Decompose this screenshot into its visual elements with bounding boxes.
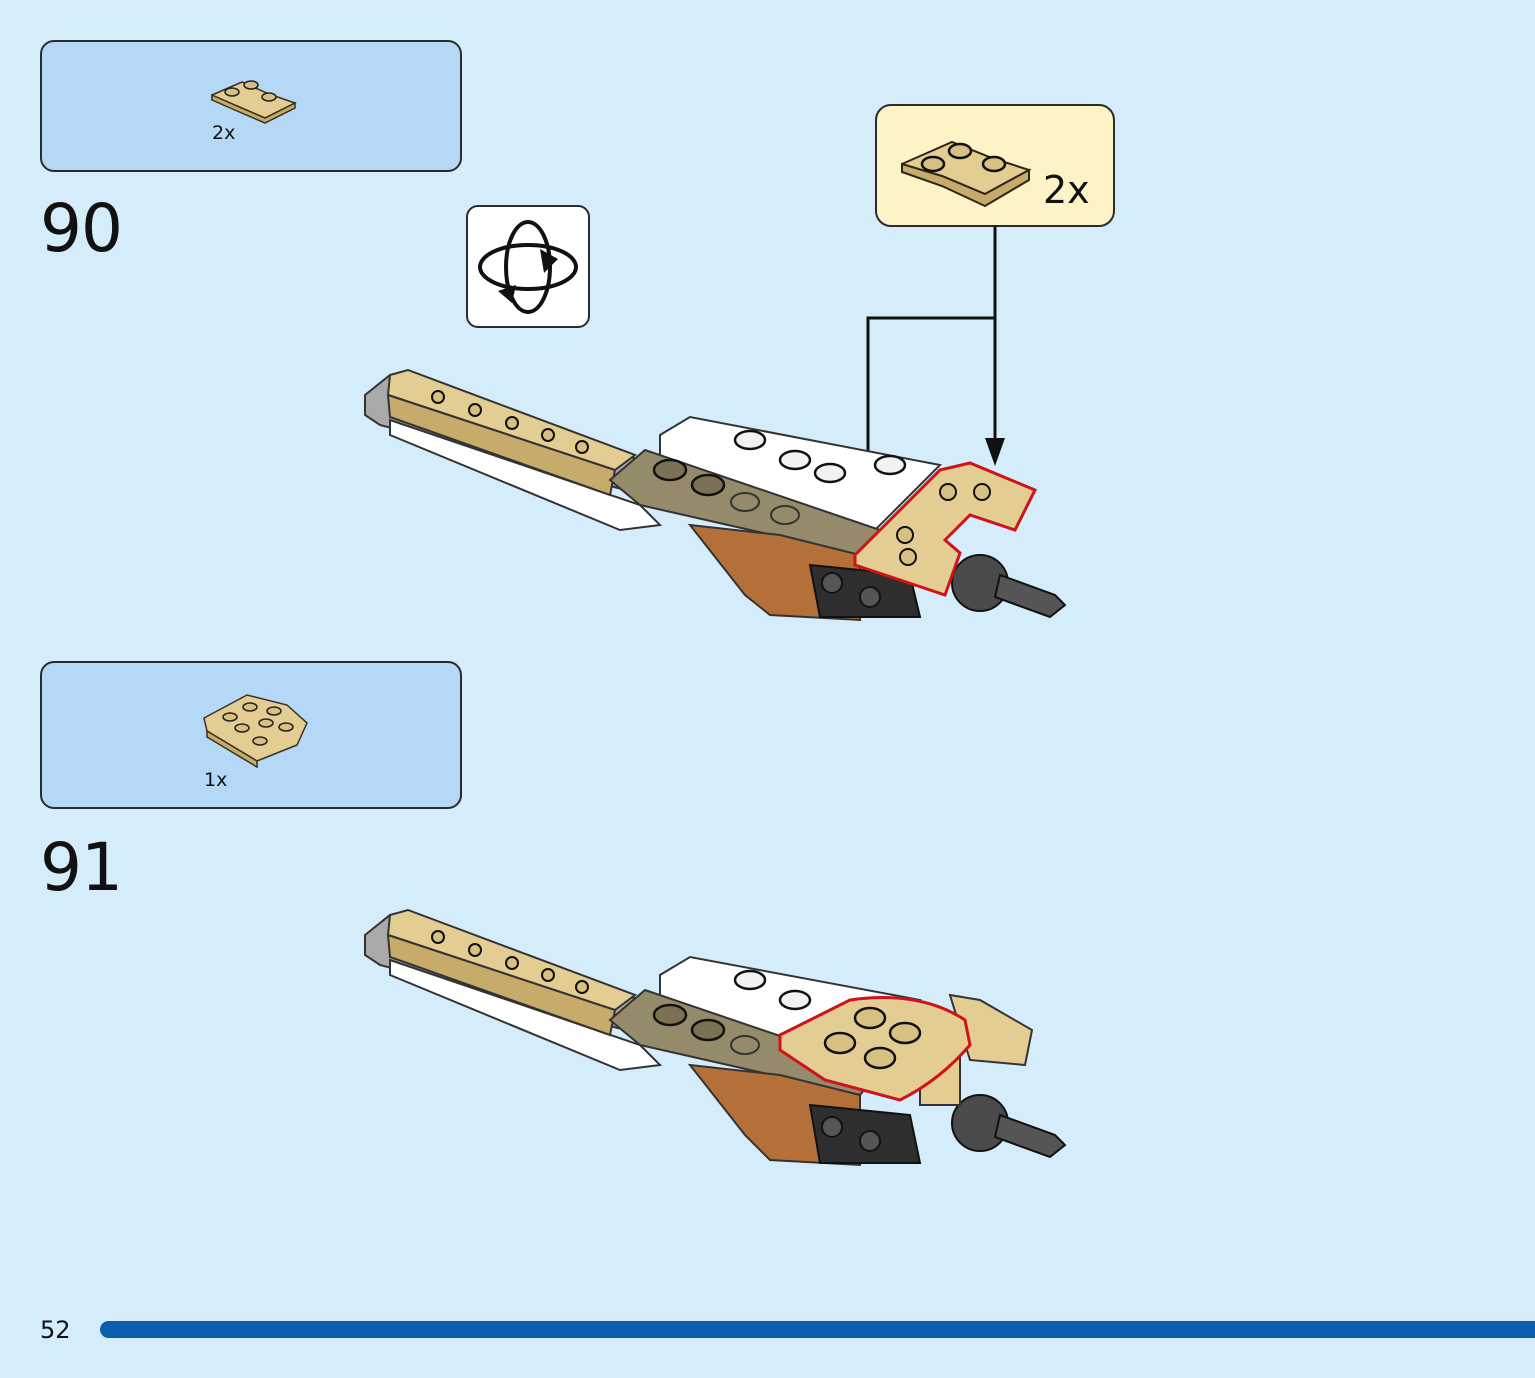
model-step-91 <box>364 908 1067 1167</box>
step-number: 91 <box>40 829 123 906</box>
step-number: 90 <box>40 190 123 267</box>
tan-corner-plate-icon <box>211 80 297 124</box>
part-qty: 1x <box>204 769 228 791</box>
parts-list-step-90: 2x <box>40 40 462 172</box>
tan-round-corner-plate-icon <box>203 694 308 768</box>
tan-corner-plate-icon <box>901 140 1032 208</box>
part-qty: 2x <box>212 122 236 144</box>
rotate-model-indicator <box>466 205 590 328</box>
callout-step-90: 2x <box>875 104 1115 227</box>
progress-bar-fill <box>100 1321 1535 1338</box>
model-step-90 <box>364 368 1067 622</box>
page-number: 52 <box>40 1316 71 1344</box>
parts-list-step-91: 1x <box>40 661 462 809</box>
rotate-model-icon <box>478 220 578 314</box>
callout-qty: 2x <box>1043 168 1090 212</box>
progress-bar <box>100 1321 1535 1338</box>
